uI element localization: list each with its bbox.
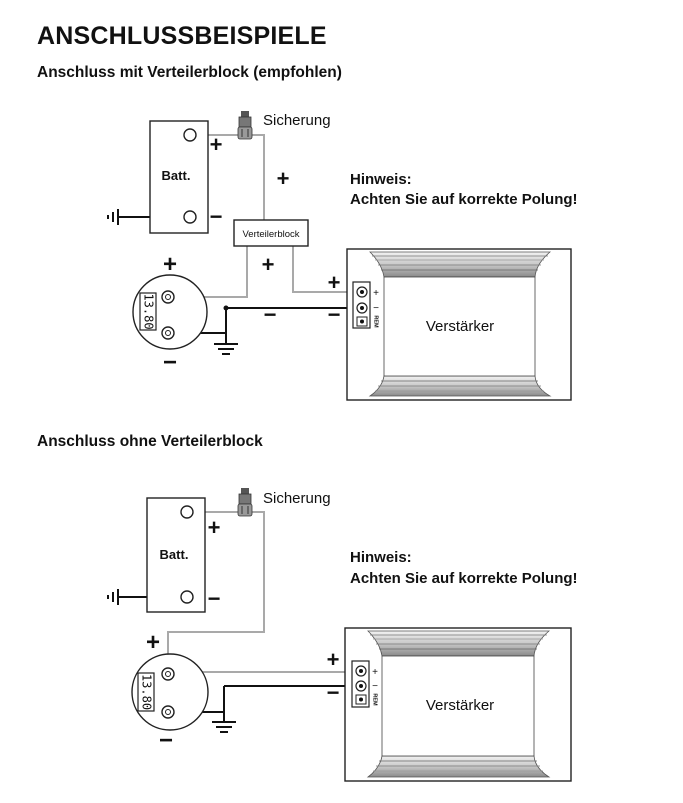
battery-positive-terminal (183, 128, 197, 142)
amp-minus-sign: − (328, 302, 341, 327)
wire-fuse-to-distribution (250, 134, 265, 220)
distribution-block: Verteilerblock (233, 219, 309, 247)
amp-plus-sign: + (327, 647, 340, 672)
voltmeter: 13.80 (131, 653, 209, 731)
fuse-icon (237, 111, 253, 140)
meter-plus-sign: + (163, 251, 177, 278)
battery-plus-sign: + (210, 132, 223, 157)
amp-rem-terminal (359, 697, 363, 702)
battery-negative-terminal (183, 210, 197, 224)
battery-ground-symbol (107, 209, 119, 225)
battery: Batt. (146, 497, 206, 613)
ground-minus-sign: − (264, 302, 277, 327)
note-text: Achten Sie auf korrekte Polung! (350, 570, 578, 587)
meter-minus-sign: − (163, 349, 177, 376)
battery-negative-terminal (180, 590, 194, 604)
fuse-label: Sicherung (263, 112, 331, 129)
meter-plus-sign: + (146, 629, 160, 656)
amp-term-plus-label: + (372, 667, 378, 678)
diagram2-subtitle: Anschluss ohne Verteilerblock (37, 433, 263, 450)
voltmeter: 13.80 (132, 274, 208, 350)
battery-minus-sign: − (208, 586, 221, 611)
page-title: ANSCHLUSSBEISPIELE (37, 22, 327, 50)
amp-term-minus-label: − (373, 303, 379, 314)
amp-term-minus-label: − (372, 681, 378, 692)
battery-ground-symbol (107, 589, 119, 605)
amp-term-rem-label: REM (373, 315, 379, 328)
fuse-icon (237, 488, 253, 517)
note-text: Achten Sie auf korrekte Polung! (350, 191, 578, 208)
battery-label: Batt. (160, 547, 189, 562)
battery: Batt. (149, 120, 209, 234)
meter-minus-sign: − (159, 727, 173, 754)
diagram1-subtitle: Anschluss mit Verteilerblock (empfohlen) (37, 64, 342, 81)
battery-label: Batt. (162, 168, 191, 183)
battery-plus-sign: + (208, 515, 221, 540)
amplifier-label: Verstärker (426, 318, 494, 335)
voltmeter-display: 13.80 (140, 674, 154, 710)
amp-plus-sign: + (328, 270, 341, 295)
meter-ground-symbol (214, 343, 238, 355)
fuse-label: Sicherung (263, 490, 331, 507)
wire-fuse-to-meter (167, 511, 265, 674)
amp-rem-terminal (360, 319, 364, 324)
amp-term-rem-label: REM (372, 693, 378, 706)
wire-distribution-to-amp (292, 246, 363, 293)
battery-minus-sign: − (210, 204, 223, 229)
note-title: Hinweis: (350, 171, 412, 188)
amplifier-label: Verstärker (426, 697, 494, 714)
diagram-without-distribution-block: Batt. + − Sicherung 13.80 + − + − Vers (107, 488, 578, 782)
junction-dot (223, 305, 229, 311)
battery-positive-terminal (180, 505, 194, 519)
meter-ground-symbol (212, 721, 236, 733)
amp-term-plus-label: + (373, 288, 379, 299)
amplifier: Verstärker + − REM (344, 627, 572, 782)
amp-minus-sign: − (327, 680, 340, 705)
amplifier: Verstärker + − REM (346, 248, 572, 401)
note-title: Hinweis: (350, 549, 412, 566)
voltmeter-display: 13.80 (142, 293, 156, 329)
distribution-plus-sign: + (262, 252, 275, 277)
distribution-block-label: Verteilerblock (242, 229, 299, 240)
diagram-with-distribution-block: Batt. + − Sicherung + Verteilerblock + 1… (107, 111, 578, 401)
fuse-plus-sign: + (277, 166, 290, 191)
